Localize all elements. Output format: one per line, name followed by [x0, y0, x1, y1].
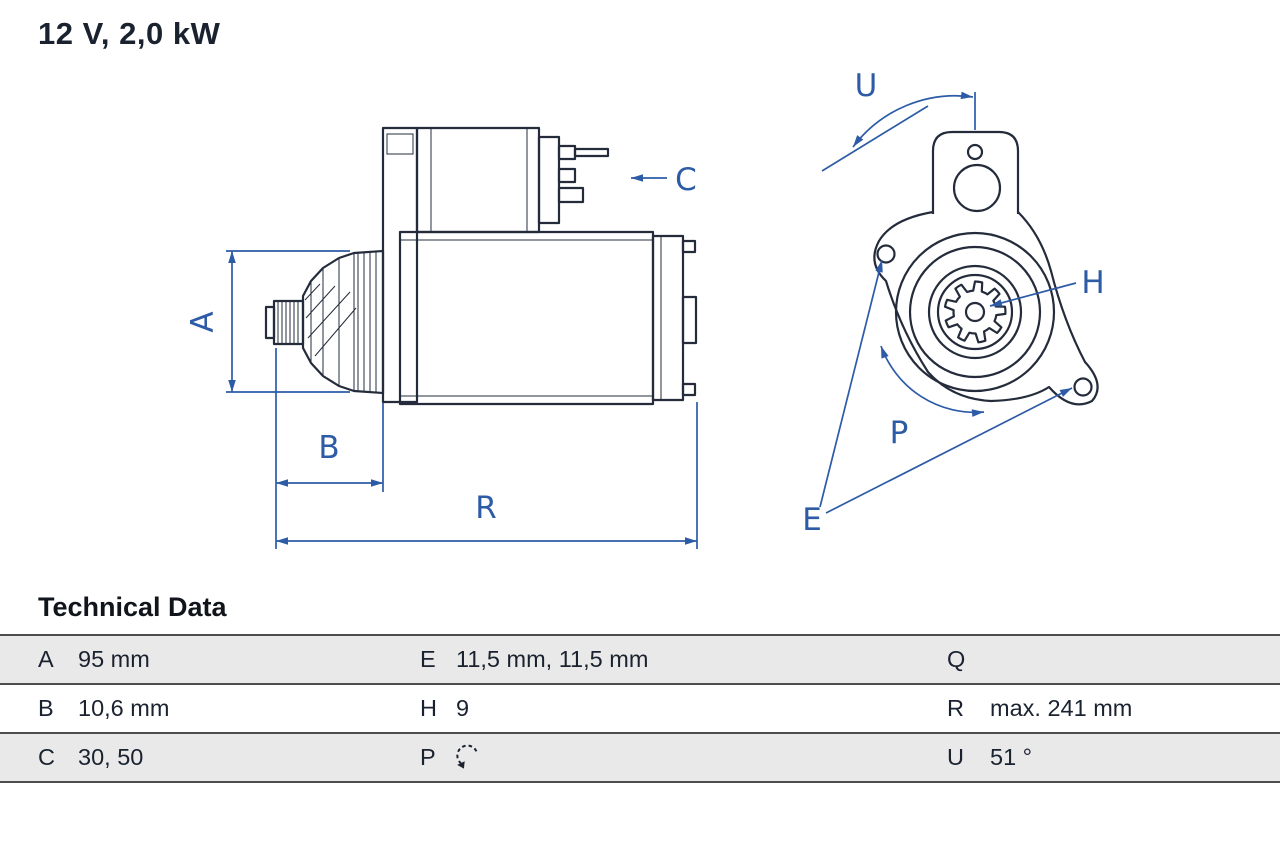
dim-label-B: B: [318, 430, 339, 466]
dim-label-E: E: [802, 502, 822, 538]
param-key-R: R: [947, 695, 964, 721]
front-view-outline: [873, 130, 1099, 406]
param-value-B: 10,6 mm: [78, 695, 170, 721]
page-title: 12 V, 2,0 kW: [38, 16, 221, 51]
param-key-Q: Q: [947, 646, 966, 672]
starter-motor-technical-drawing: A B R C U H P E: [185, 68, 1105, 549]
dim-label-H: H: [1081, 265, 1104, 301]
table-row-1: A 95 mm E 11,5 mm, 11,5 mm Q: [0, 634, 1280, 683]
dimension-lines: [226, 91, 1077, 549]
table-row-3: C 30, 50 P U 51 °: [0, 732, 1280, 783]
dim-label-C: C: [675, 162, 697, 198]
param-key-B: B: [38, 695, 54, 721]
param-key-H: H: [420, 695, 437, 721]
table-row-2: B 10,6 mm H 9 R max. 241 mm: [0, 683, 1280, 732]
dimension-labels: A B R C U H P E: [185, 68, 1105, 538]
dim-label-R: R: [475, 490, 497, 526]
dim-label-U: U: [855, 68, 878, 104]
param-key-A: A: [38, 646, 54, 672]
param-value-E: 11,5 mm, 11,5 mm: [456, 646, 649, 672]
param-value-A: 95 mm: [78, 646, 150, 672]
dim-label-P: P: [890, 415, 909, 451]
param-value-H: 9: [456, 695, 470, 721]
side-view-outline: [264, 126, 698, 406]
param-value-C: 30, 50: [78, 744, 144, 770]
param-value-R: max. 241 mm: [990, 695, 1133, 721]
rotation-ccw-icon: [456, 742, 947, 774]
param-key-U: U: [947, 744, 964, 770]
dim-label-A: A: [185, 311, 221, 332]
technical-data-section: Technical Data A 95 mm E 11,5 mm, 11,5 m…: [0, 578, 1280, 783]
param-key-P: P: [420, 744, 436, 770]
param-value-U: 51 °: [990, 744, 1033, 770]
technical-data-heading: Technical Data: [38, 592, 227, 622]
param-key-C: C: [38, 744, 55, 770]
param-key-E: E: [420, 646, 436, 672]
